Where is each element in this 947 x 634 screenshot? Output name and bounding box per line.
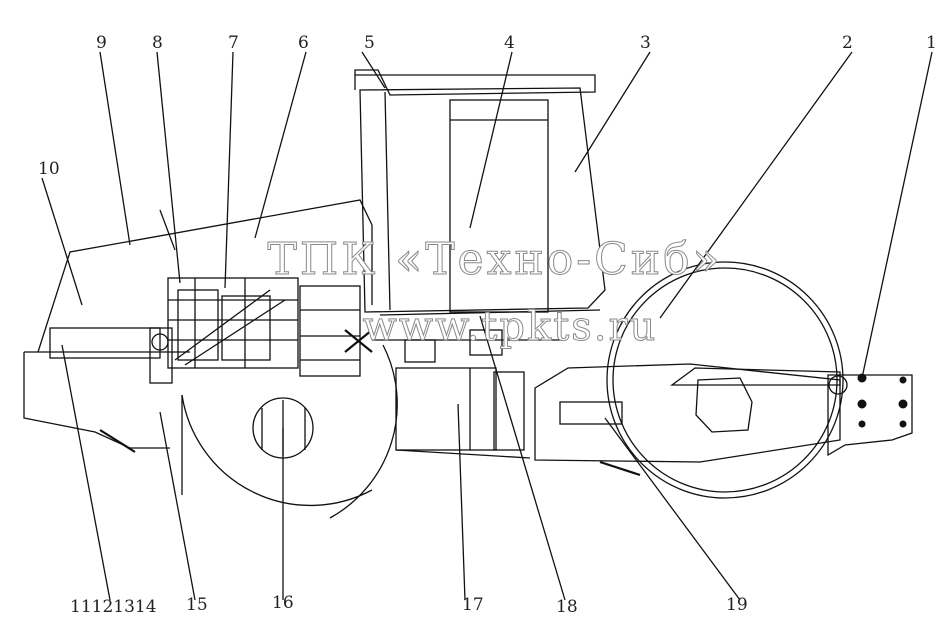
leader-18 [479, 315, 566, 601]
front-frame [534, 363, 841, 463]
leader-6 [254, 51, 307, 239]
callout-1: 1 [926, 33, 937, 53]
engine-assembly [149, 277, 373, 384]
watermark-url: www.tpkts.ru [363, 304, 658, 350]
leader-8 [156, 51, 181, 284]
callout-4: 4 [504, 33, 515, 53]
callout-15: 15 [186, 595, 208, 615]
front-drum [599, 261, 844, 499]
watermark-company: ТПК «Техно-Сиб» [268, 234, 723, 285]
callout-10: 10 [38, 159, 60, 179]
rear-body [23, 327, 190, 453]
leader-9 [99, 51, 131, 246]
rear-wheel [181, 344, 398, 519]
callout-9: 9 [96, 33, 107, 53]
leader-lines [41, 51, 933, 601]
leader-7 [224, 51, 234, 289]
callout-19: 19 [726, 595, 748, 615]
leader-5 [361, 51, 386, 89]
leader-10 [41, 177, 83, 306]
callout-2: 2 [842, 33, 853, 53]
callout-18: 18 [556, 597, 578, 617]
callout-16: 16 [272, 593, 294, 613]
watermark: ТПК «Техно-Сиб» www.tpkts.ru [267, 234, 723, 351]
leader-3 [574, 51, 651, 173]
cab [354, 69, 606, 363]
callout-3: 3 [640, 33, 651, 53]
callout-5: 5 [364, 33, 375, 53]
callout-numbers: 1 2 3 4 5 6 7 8 9 10 11121314 15 16 17 1… [38, 33, 937, 617]
callout-17: 17 [462, 595, 484, 615]
callout-7: 7 [228, 33, 239, 53]
leader-4 [469, 51, 513, 229]
tank [395, 367, 531, 459]
hood [37, 199, 373, 353]
callout-6: 6 [298, 33, 309, 53]
leader-1 [861, 51, 933, 379]
leader-2 [659, 51, 853, 319]
leader-17 [457, 403, 466, 601]
leader-15 [159, 411, 196, 601]
leader-19 [604, 417, 741, 601]
leader-11-14 [61, 344, 111, 601]
callout-11-14: 11121314 [70, 597, 157, 617]
callout-8: 8 [152, 33, 163, 53]
